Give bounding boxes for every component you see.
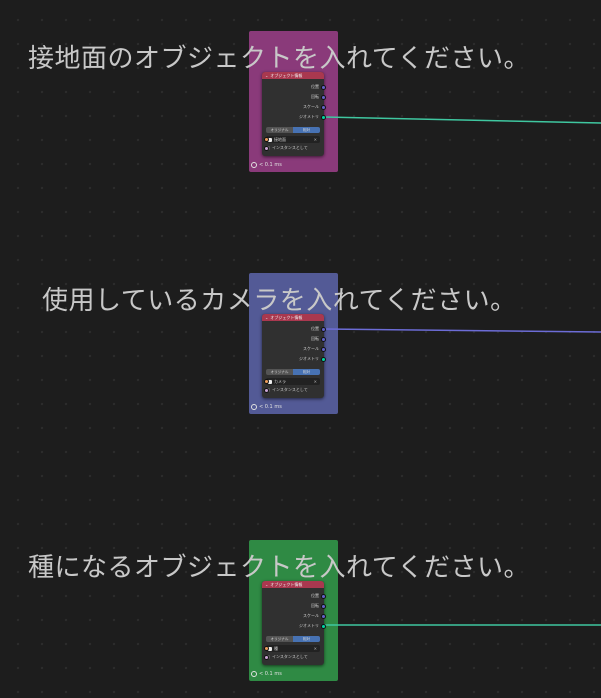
socket-scale[interactable]	[321, 613, 326, 619]
object-info-node-ground[interactable]: ⌄ オブジェクト情報 位置 回転 スケール ジオメトリ オリジナル 相対 接地面…	[262, 72, 326, 156]
output-geometry: ジオメトリ	[262, 354, 326, 364]
object-icon	[268, 646, 272, 651]
object-icon	[268, 379, 272, 384]
chevron-down-icon[interactable]: ⌄	[265, 73, 269, 78]
socket-geometry[interactable]	[321, 623, 326, 629]
socket-bool-input[interactable]	[264, 387, 269, 393]
node-title: オブジェクト情報	[270, 314, 303, 320]
socket-rotation[interactable]	[321, 603, 326, 609]
frame-ground-label: 接地面のオブジェクトを入れてください。	[28, 44, 530, 74]
as-instance-label: インスタンスとして	[272, 387, 308, 392]
clock-icon	[251, 671, 257, 677]
socket-position[interactable]	[321, 326, 326, 332]
socket-bool-input[interactable]	[264, 145, 269, 151]
socket-rotation[interactable]	[321, 336, 326, 342]
transform-space-toggle: オリジナル 相対	[266, 636, 320, 642]
link-position-2[interactable]	[323, 328, 601, 333]
close-icon[interactable]: ✕	[313, 379, 317, 384]
socket-object-input[interactable]	[264, 379, 269, 384]
output-position: 位置	[262, 82, 326, 92]
transform-space-toggle: オリジナル 相対	[266, 369, 320, 375]
frame-camera-label: 使用しているカメラを入れてください。	[42, 286, 517, 316]
node-header[interactable]: ⌄ オブジェクト情報	[262, 72, 324, 79]
socket-position[interactable]	[321, 84, 326, 90]
socket-scale[interactable]	[321, 346, 326, 352]
output-geometry: ジオメトリ	[262, 112, 326, 122]
toggle-original[interactable]: オリジナル	[266, 636, 293, 642]
object-icon	[268, 137, 272, 142]
socket-bool-input[interactable]	[264, 654, 269, 660]
node-timer: < 0.1 ms	[251, 671, 282, 677]
object-field[interactable]: 接地面 ✕	[264, 136, 320, 143]
node-title: オブジェクト情報	[270, 72, 303, 78]
output-position: 位置	[262, 591, 326, 601]
output-rotation: 回転	[262, 334, 326, 344]
socket-scale[interactable]	[321, 104, 326, 110]
socket-object-input[interactable]	[264, 137, 269, 142]
toggle-original[interactable]: オリジナル	[266, 369, 293, 375]
node-timer: < 0.1 ms	[251, 162, 282, 168]
socket-position[interactable]	[321, 593, 326, 599]
object-field-value: カメラ	[274, 378, 286, 384]
toggle-relative[interactable]: 相対	[293, 127, 320, 133]
chevron-down-icon[interactable]: ⌄	[265, 315, 269, 320]
clock-icon	[251, 162, 257, 168]
node-header[interactable]: ⌄ オブジェクト情報	[262, 581, 324, 588]
toggle-original[interactable]: オリジナル	[266, 127, 293, 133]
socket-rotation[interactable]	[321, 94, 326, 100]
as-instance-row[interactable]: インスタンスとして	[264, 145, 320, 151]
object-field-value: 種	[274, 645, 278, 651]
transform-space-toggle: オリジナル 相対	[266, 127, 320, 133]
object-info-node-seed[interactable]: ⌄ オブジェクト情報 位置 回転 スケール ジオメトリ オリジナル 相対 種 ✕…	[262, 581, 326, 665]
object-field-value: 接地面	[274, 136, 286, 142]
output-scale: スケール	[262, 102, 326, 112]
as-instance-row[interactable]: インスタンスとして	[264, 654, 320, 660]
output-rotation: 回転	[262, 601, 326, 611]
output-rotation: 回転	[262, 92, 326, 102]
output-scale: スケール	[262, 611, 326, 621]
as-instance-label: インスタンスとして	[272, 145, 308, 150]
socket-geometry[interactable]	[321, 356, 326, 362]
toggle-relative[interactable]: 相対	[293, 369, 320, 375]
as-instance-row[interactable]: インスタンスとして	[264, 387, 320, 393]
object-field[interactable]: カメラ ✕	[264, 378, 320, 385]
socket-geometry[interactable]	[321, 114, 326, 120]
output-position: 位置	[262, 324, 326, 334]
close-icon[interactable]: ✕	[313, 646, 317, 651]
node-title: オブジェクト情報	[270, 581, 303, 587]
close-icon[interactable]: ✕	[313, 137, 317, 142]
output-scale: スケール	[262, 344, 326, 354]
frame-seed-label: 種になるオブジェクトを入れてください。	[28, 553, 530, 583]
object-field[interactable]: 種 ✕	[264, 645, 320, 652]
node-timer: < 0.1 ms	[251, 404, 282, 410]
object-info-node-camera[interactable]: ⌄ オブジェクト情報 位置 回転 スケール ジオメトリ オリジナル 相対 カメラ…	[262, 314, 326, 398]
link-geometry-1[interactable]	[323, 116, 601, 124]
node-header[interactable]: ⌄ オブジェクト情報	[262, 314, 324, 321]
as-instance-label: インスタンスとして	[272, 654, 308, 659]
clock-icon	[251, 404, 257, 410]
chevron-down-icon[interactable]: ⌄	[265, 582, 269, 587]
socket-object-input[interactable]	[264, 646, 269, 651]
toggle-relative[interactable]: 相対	[293, 636, 320, 642]
output-geometry: ジオメトリ	[262, 621, 326, 631]
